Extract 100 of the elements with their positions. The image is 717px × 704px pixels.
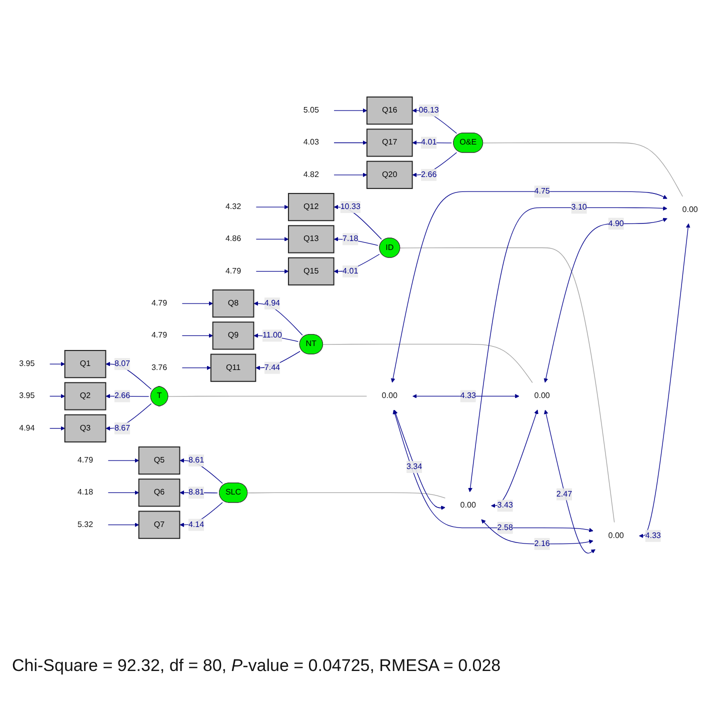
arrow [180, 458, 223, 484]
node-text: 4.86 [225, 234, 242, 244]
arrow [392, 410, 594, 532]
node-box: Q11 [210, 354, 256, 382]
arrow [108, 490, 140, 495]
edge-label: 4.01 [342, 266, 358, 276]
arrow [180, 502, 223, 527]
node-text: 5.05 [303, 106, 319, 114]
node-box: Q6 [138, 478, 180, 507]
arrow [108, 458, 140, 463]
node-box: Q1 [64, 350, 106, 378]
arrow [334, 204, 382, 240]
edge-label: 10.33 [340, 202, 360, 211]
connector [322, 344, 533, 383]
edge-label: 4.90 [608, 219, 624, 228]
edge-label: 2.58 [497, 523, 513, 532]
node-text: 4.03 [303, 138, 319, 147]
arrow [544, 410, 596, 554]
node-box: Q8 [212, 289, 254, 318]
node-box: Q5 [138, 446, 180, 474]
node-text: 3.95 [19, 359, 35, 368]
edge-label: 2.66 [114, 392, 130, 400]
edge-label: 11.00 [262, 331, 282, 340]
node-text: 4.79 [151, 331, 168, 340]
edge-label: 4.33 [645, 531, 661, 540]
edge-label: 4.01 [421, 138, 437, 147]
edge-label: 4.33 [460, 392, 476, 400]
edge-label: 2.16 [534, 539, 550, 548]
node-text: 4.94 [19, 424, 35, 432]
node-text: 4.18 [77, 488, 94, 497]
edge-label: 2.66 [421, 170, 437, 179]
node-box: Q17 [366, 128, 413, 157]
node-text: 4.32 [225, 202, 242, 211]
arrow [468, 206, 668, 492]
arrow [334, 140, 368, 145]
edge-label: 4.75 [534, 186, 550, 196]
edge-label: 3.34 [406, 462, 422, 471]
edge-label: 8.81 [188, 488, 204, 497]
node-box: Q2 [64, 382, 106, 410]
arrow [49, 426, 66, 430]
node-box: Q3 [64, 414, 106, 442]
arrow [544, 218, 668, 383]
edge-label: 3.43 [497, 501, 513, 510]
arrow [490, 409, 538, 508]
arrow [334, 254, 380, 274]
edge-label: 4.14 [188, 520, 204, 529]
node-box: Q15 [288, 257, 334, 286]
arrow [481, 519, 594, 544]
arrow [256, 204, 289, 210]
connector [247, 492, 446, 498]
node-box: Q7 [138, 510, 180, 539]
node-text: 0.00 [460, 501, 476, 510]
node-text: 3.76 [151, 363, 168, 372]
edge-label: 4.94 [264, 298, 280, 308]
edge-label: 8.07 [114, 359, 130, 368]
arrow [182, 301, 214, 306]
arrow [182, 333, 214, 338]
arrow [412, 394, 520, 398]
arrow [390, 191, 668, 383]
arrow [254, 301, 303, 336]
arrow [256, 350, 300, 370]
arrow [256, 269, 289, 274]
arrow [182, 366, 212, 370]
node-text: 4.79 [151, 298, 168, 308]
arrow [49, 394, 66, 398]
node-text: 0.00 [682, 205, 698, 214]
arrow [108, 522, 140, 527]
fit-statistics-caption: Chi-Square = 92.32, df = 80, P-value = 0.04725, RMESA = 0.028 [11, 655, 502, 677]
arrow [256, 236, 289, 242]
connector [482, 142, 683, 197]
node-box: Q20 [366, 160, 413, 189]
connector [400, 247, 615, 523]
edge-label: 3.10 [571, 203, 587, 212]
edge-label: 7.44 [264, 363, 280, 372]
edge-label: 2.47 [556, 490, 572, 498]
edge-label: 8.61 [188, 456, 204, 464]
arrow [106, 362, 152, 390]
node-text: 4.79 [225, 266, 242, 276]
node-box: Q9 [212, 321, 254, 350]
node-text: 3.95 [19, 392, 35, 400]
node-text: 0.00 [534, 392, 550, 400]
node-text: 4.79 [77, 456, 94, 464]
arrow [334, 108, 368, 113]
arrow [638, 223, 690, 538]
edge-label: 06.13 [418, 106, 439, 114]
node-box: Q13 [288, 225, 334, 254]
arrow [334, 172, 368, 177]
node-text: 0.00 [382, 392, 398, 400]
node-text: 0.00 [608, 531, 624, 540]
node-text: 4.82 [303, 170, 319, 179]
node-text: 5.32 [77, 520, 94, 529]
arrow [394, 410, 446, 510]
edge-label: 7.18 [342, 234, 358, 244]
arrow [49, 362, 66, 366]
arrow [412, 108, 457, 134]
connector [168, 396, 368, 397]
node-box: Q12 [288, 192, 334, 221]
arrow [412, 140, 452, 145]
edge-label: 8.67 [114, 424, 130, 432]
node-box: Q16 [366, 96, 413, 125]
